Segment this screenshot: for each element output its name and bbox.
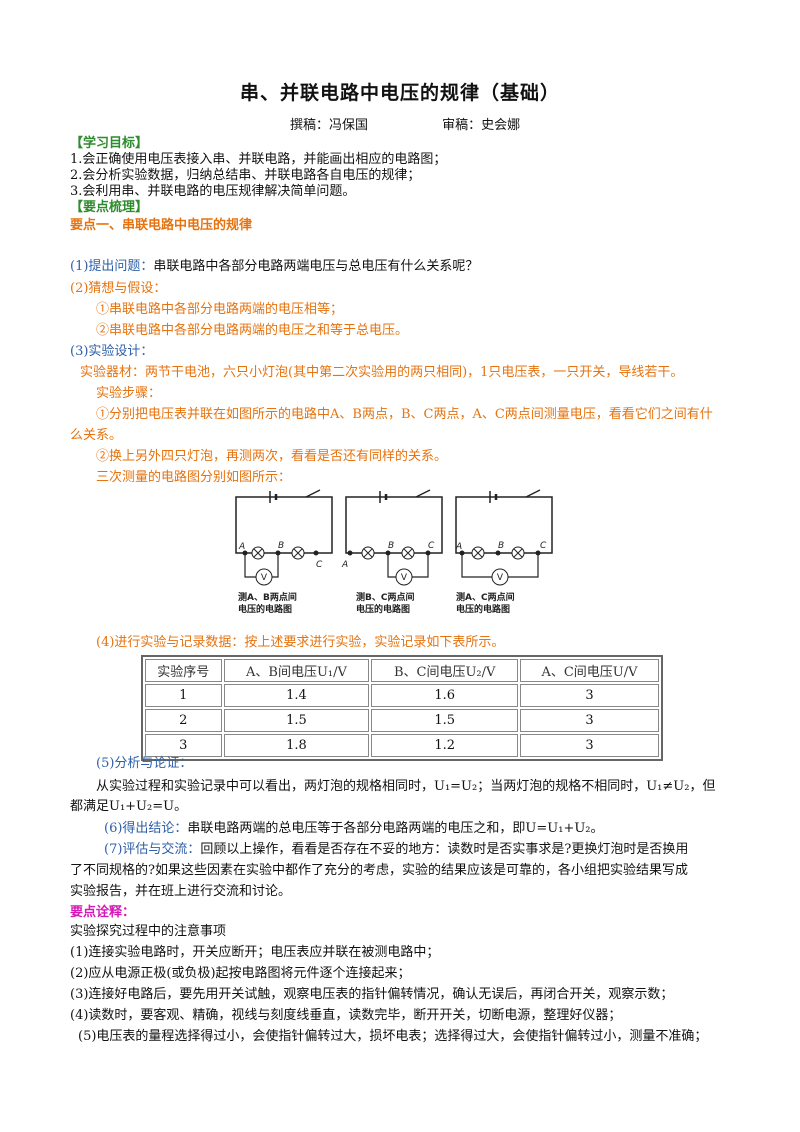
table-row: 3 1.8 1.2 3	[145, 734, 659, 757]
outline-heading: 【要点梳理】	[70, 200, 149, 215]
q4-text: (4)进行实验与记录数据：按上述要求进行实验，实验记录如下表所示。	[96, 635, 505, 650]
notes-subheading: 实验探究过程中的注意事项	[70, 924, 227, 939]
question-7: (7)评估与交流：回顾以上操作，看看是否存在不妥的地方：读数时是否实事求是?更换…	[104, 841, 688, 858]
note-item: (2)应从电源正极(或负极)起按电路图将元件逐个连接起来；	[70, 966, 411, 981]
circuit-ac: V A B C 测A、C两点间 电压的电路图	[455, 489, 553, 615]
q7-text: 回顾以上操作，看看是否存在不妥的地方：读数时是否实事求是?更换灯泡时是否换用	[200, 842, 689, 857]
goal-item: 2.会分析实验数据，归纳总结串、并联电路各自电压的规律；	[70, 168, 421, 183]
node-label: C	[316, 560, 323, 570]
diagram-caption: 测A、B两点间	[238, 591, 297, 603]
diagram-caption: 电压的电路图	[356, 603, 410, 615]
table-cell: 1	[145, 684, 222, 707]
circuit-bc: V A B C 测B、C两点间 电压的电路图	[341, 489, 443, 615]
q7-line2: 了不同规格的?如果这些因素在实验中都作了充分的考虑，实验的结果应该是可靠的，各小…	[70, 863, 688, 878]
writer: 撰稿：冯保国	[290, 118, 369, 133]
table-header: A、B间电压U₁/V	[223, 659, 370, 682]
question-6: (6)得出结论：串联电路两端的总电压等于各部分电路两端的电压之和，即U=U₁+U…	[104, 820, 604, 837]
page-title: 串、并联电路中电压的规律（基础）	[239, 82, 560, 104]
note-item: (4)读数时，要客观、精确，视线与刻度线垂直，读数完毕，断开开关，切断电源，整理…	[70, 1008, 622, 1023]
voltmeter-label: V	[497, 573, 504, 583]
q1-text: 串联电路中各部分电路两端电压与总电压有什么关系呢？	[153, 259, 479, 274]
q7-line3: 实验报告，并在班上进行交流和讨论。	[70, 884, 292, 899]
diagram-caption: 测A、C两点间	[456, 591, 515, 603]
table-cell: 3	[145, 734, 222, 757]
reviewer: 审稿：史会娜	[442, 118, 521, 133]
figure-caption: 三次测量的电路图分别如图所示：	[96, 470, 292, 485]
diagram-caption: 测B、C两点间	[356, 591, 414, 603]
table-row: 1 1.4 1.6 3	[145, 684, 659, 707]
node-label: B	[278, 541, 284, 551]
table-cell: 1.8	[223, 734, 370, 757]
q5-label: (5)分析与论证：	[96, 756, 193, 771]
table-cell: 3	[519, 734, 659, 757]
goals-heading: 【学习目标】	[70, 136, 149, 151]
table-cell: 1.5	[371, 709, 518, 732]
table-cell: 2	[145, 709, 222, 732]
question-1: (1)提出问题：串联电路中各部分电路两端电压与总电压有什么关系呢？	[70, 258, 478, 275]
table-cell: 1.5	[223, 709, 370, 732]
table-cell: 1.2	[371, 734, 518, 757]
hypothesis-item: ②串联电路中各部分电路两端的电压之和等于总电压。	[96, 323, 409, 338]
voltmeter-label: V	[261, 573, 268, 583]
q7-label: (7)评估与交流：	[104, 842, 201, 857]
table-cell: 1.6	[371, 684, 518, 707]
notes-heading: 要点诠释：	[70, 905, 136, 920]
node-label: A	[455, 542, 462, 552]
note-item: (1)连接实验电路时，开关应断开；电压表应并联在被测电路中；	[70, 945, 440, 960]
circuit-diagrams: V A B C 测A、B两点间 电压的电路图 V A B C 测B、C两点间 电…	[235, 489, 553, 615]
step-1-cont: 么关系。	[70, 428, 123, 443]
table-header: 实验序号	[145, 659, 222, 682]
q3-label: (3)实验设计：	[70, 344, 154, 359]
table-cell: 3	[519, 684, 659, 707]
table-header: A、C间电压U/V	[519, 659, 659, 682]
q6-text: 串联电路两端的总电压等于各部分电路两端的电压之和，即U=U₁+U₂。	[187, 821, 604, 836]
node-label: C	[428, 541, 435, 551]
goal-item: 1.会正确使用电压表接入串、并联电路，并能画出相应的电路图；	[70, 152, 447, 167]
table-header: B、C间电压U₂/V	[371, 659, 518, 682]
q2-label: (2)猜想与假设：	[70, 281, 167, 296]
node-label: A	[341, 560, 348, 570]
steps-label: 实验步骤：	[96, 386, 162, 401]
table-row: 2 1.5 1.5 3	[145, 709, 659, 732]
materials: 实验器材：两节干电池，六只小灯泡(其中第二次实验用的两只相同)，1只电压表，一只…	[80, 365, 684, 380]
note-item: (5)电压表的量程选择得过小，会使指针偏转过大，损坏电表；选择得过大，会使指针偏…	[78, 1029, 708, 1044]
analysis-p1: 从实验过程和实验记录中可以看出，两灯泡的规格相同时，U₁=U₂；当两灯泡的规格不…	[96, 779, 716, 794]
node-label: C	[540, 541, 547, 551]
node-label: B	[388, 541, 394, 551]
analysis-p2: 都满足U₁+U₂=U。	[70, 799, 188, 814]
diagram-caption: 电压的电路图	[456, 603, 510, 615]
table-header-row: 实验序号 A、B间电压U₁/V B、C间电压U₂/V A、C间电压U/V	[145, 659, 659, 682]
note-item: (3)连接好电路后，要先用开关试触，观察电压表的指针偏转情况，确认无误后，再闭合…	[70, 987, 674, 1002]
table-cell: 3	[519, 709, 659, 732]
goal-item: 3.会利用串、并联电路的电压规律解决简单问题。	[70, 184, 356, 199]
step-2: ②换上另外四只灯泡，再测两次，看看是否还有同样的关系。	[96, 449, 448, 464]
table-cell: 1.4	[223, 684, 370, 707]
data-table: 实验序号 A、B间电压U₁/V B、C间电压U₂/V A、C间电压U/V 1 1…	[141, 655, 663, 761]
authors: 撰稿：冯保国 审稿：史会娜	[290, 114, 590, 133]
hypothesis-item: ①串联电路中各部分电路两端的电压相等；	[96, 302, 344, 317]
node-label: A	[238, 542, 245, 552]
voltmeter-label: V	[401, 573, 408, 583]
step-1: ①分别把电压表并联在如图所示的电路中A、B两点，B、C两点，A、C两点间测量电压…	[96, 407, 713, 422]
circuit-ab: V A B C 测A、B两点间 电压的电路图	[235, 489, 333, 615]
q1-label: (1)提出问题：	[70, 259, 154, 274]
q6-label: (6)得出结论：	[104, 821, 188, 836]
point-heading: 要点一、串联电路中电压的规律	[70, 218, 253, 233]
node-label: B	[498, 541, 504, 551]
diagram-caption: 电压的电路图	[238, 603, 292, 615]
